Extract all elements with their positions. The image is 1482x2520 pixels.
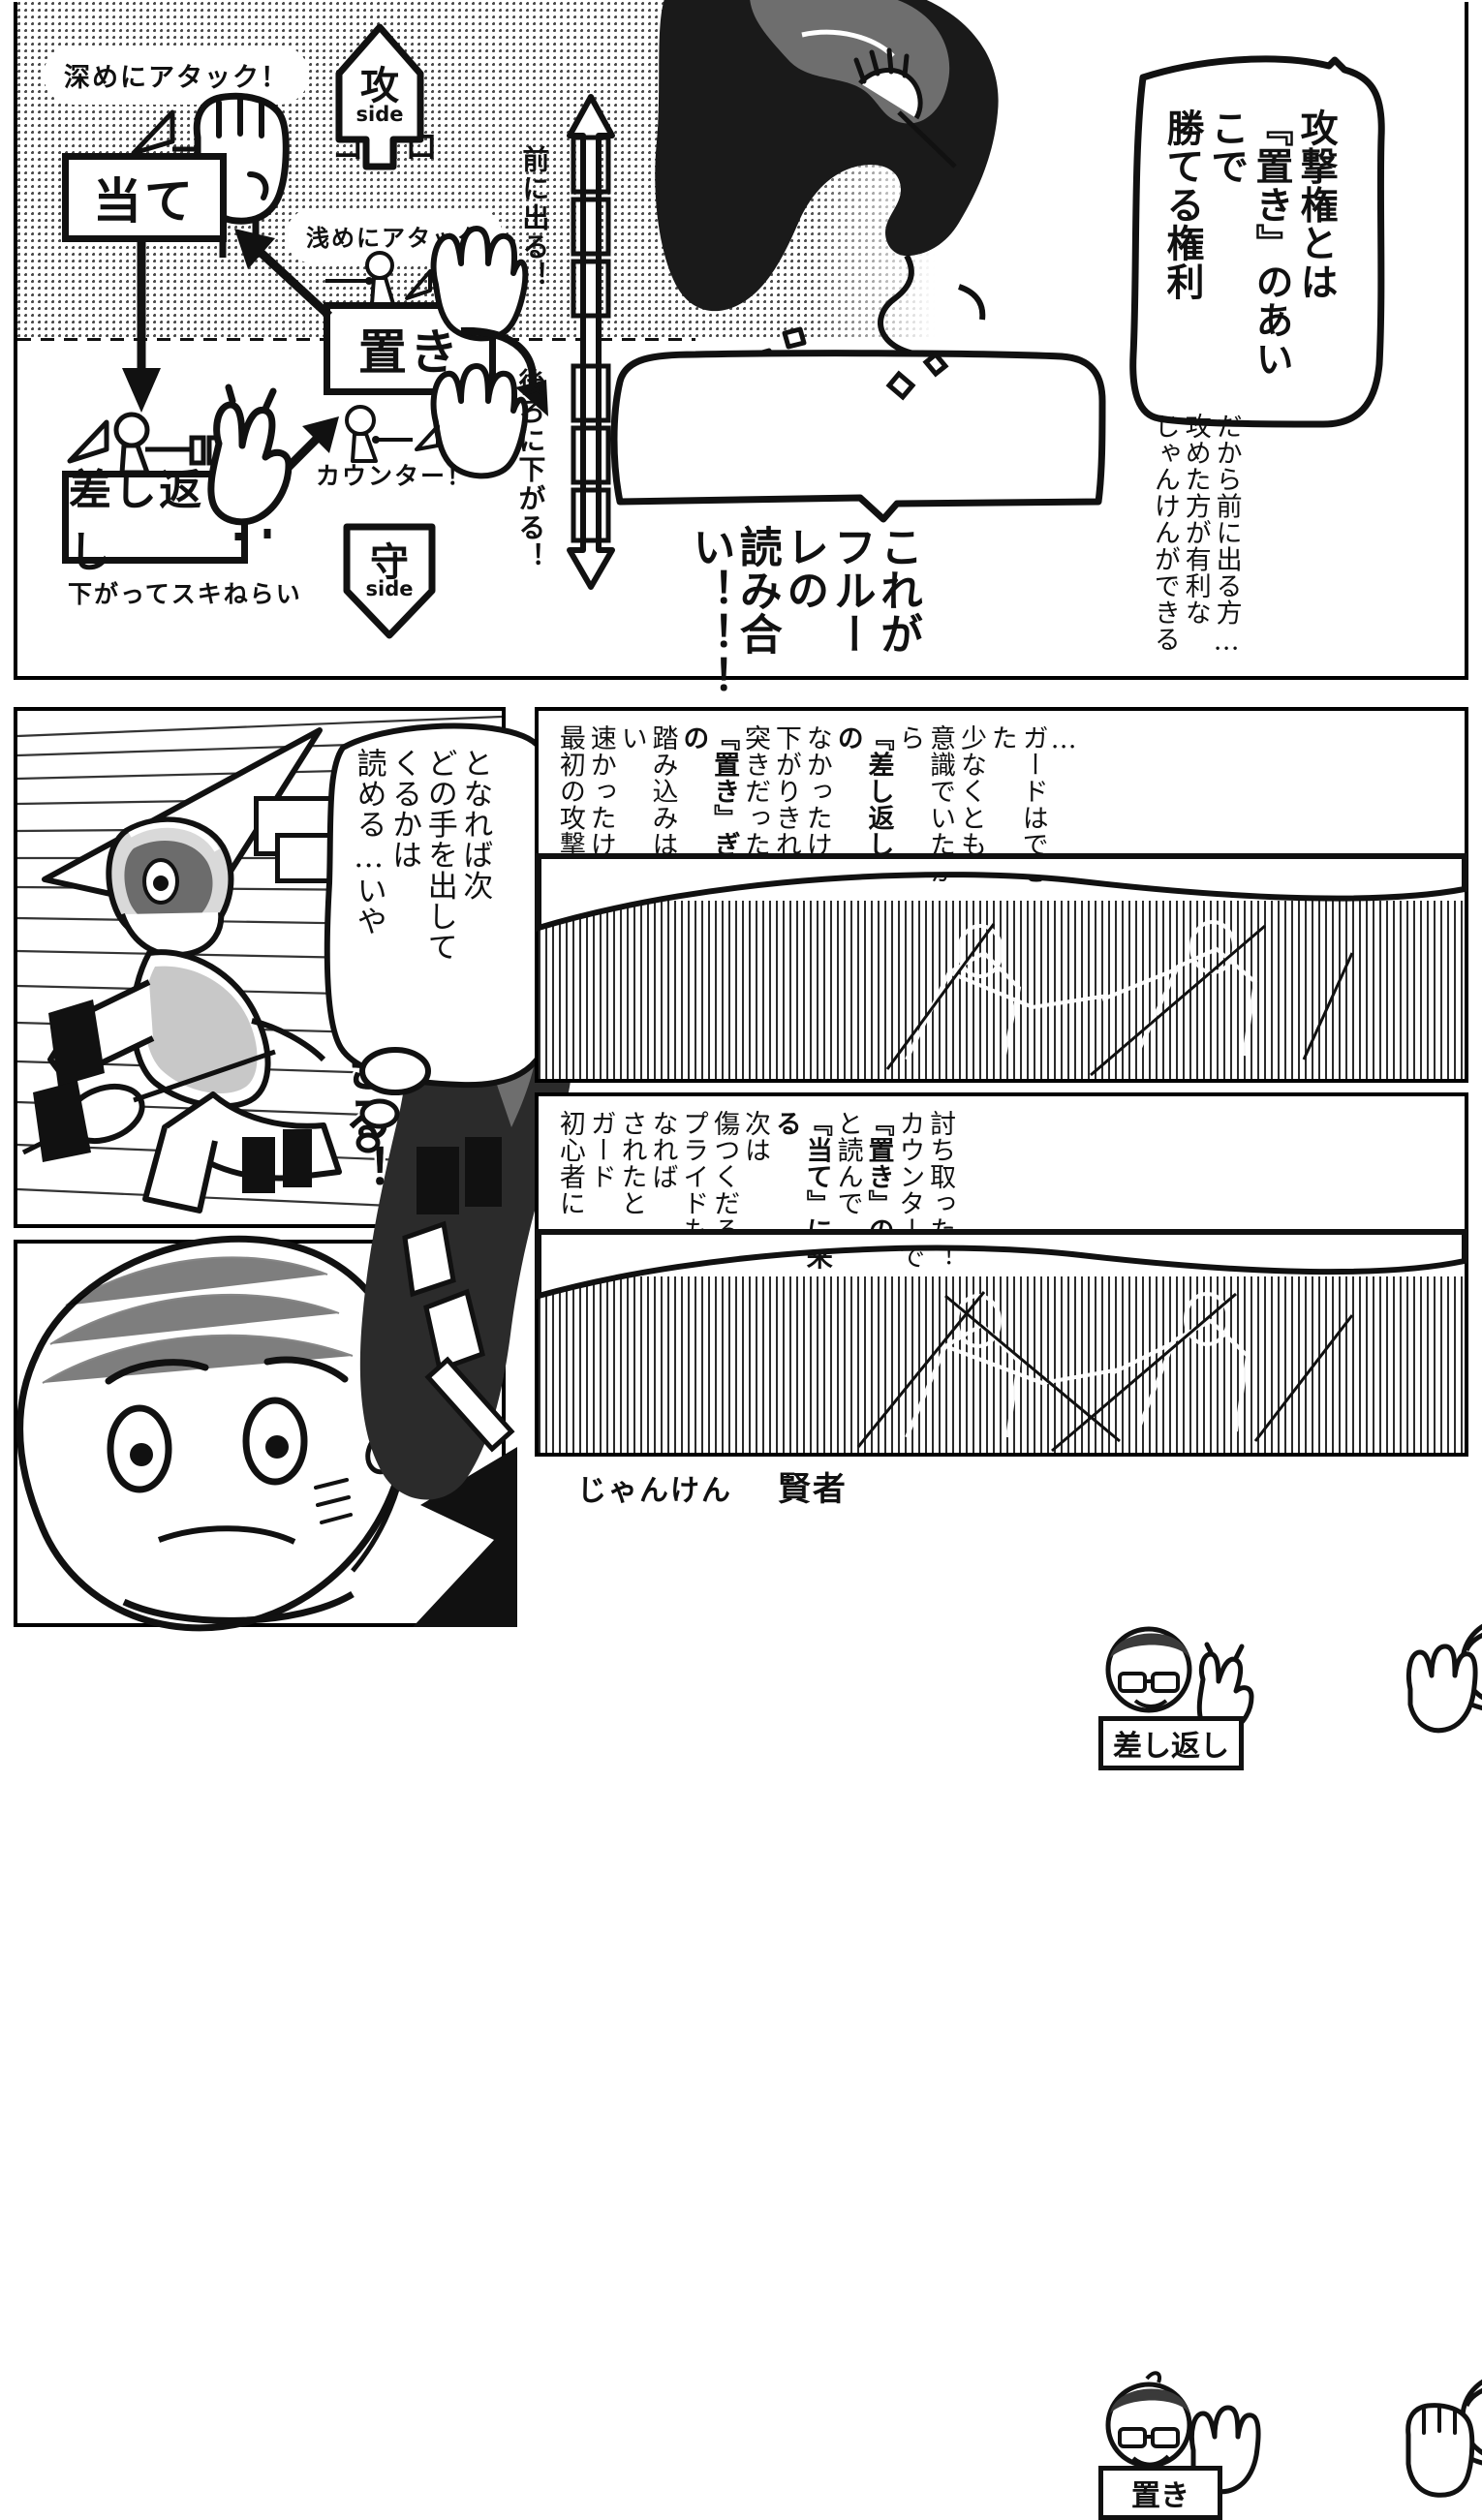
recap2-scene-divider — [536, 1229, 1467, 1300]
badge-defense-side-sub: side — [365, 577, 414, 600]
recap1-chibi-left — [1105, 1626, 1192, 1713]
recap2-hand-rock-icon — [1405, 2403, 1475, 2498]
label-attack-deep: 深めにアタック！ — [48, 50, 304, 100]
fencer-face-closeup — [16, 1235, 412, 1632]
recap2-c4: なれば — [647, 1110, 678, 1190]
recap1-c5: 突きだった — [740, 724, 771, 858]
badge-defense-side-main: 守 — [370, 539, 409, 585]
recap2-scene — [539, 1276, 1465, 1453]
thought-left-line3: くるかは — [386, 748, 422, 871]
recap1-scene — [539, 901, 1465, 1079]
recap2-fencers — [856, 1291, 1354, 1453]
diagram-box-ate-label: 当て — [93, 172, 196, 230]
arrow-oki-to-ate — [234, 229, 333, 320]
narration-balloon-main — [1129, 55, 1385, 428]
note-counter: カウンター！ — [316, 457, 473, 492]
black-shapes-left — [33, 999, 105, 1162]
narration-small-line2: 攻めた方が有利な — [1180, 413, 1211, 627]
badge-defense-side — [343, 523, 436, 639]
caption-text-1: じゃんけん — [577, 1474, 732, 1508]
panel-top-diagram: 深めにアタック！ コロロ 当て — [14, 0, 1468, 699]
stick-figure-counter — [345, 405, 440, 463]
caption-text-2: 賢者 — [777, 1470, 848, 1509]
label-attack-deep-text: 深めにアタック！ — [64, 63, 289, 93]
panel-recap-2: 討ち取った！ カウンターで 『置き』の と読んで 『当て』に来る 次は 傷つくだ… — [535, 1092, 1482, 2520]
badge-attack-side — [335, 23, 424, 170]
gauge-label-backward: 後ろに下がる！ — [514, 368, 547, 571]
shout-text: これが フルーレの 読み合い！！！ — [685, 525, 922, 699]
note-retreat-gap-text: 下がってスキねらい — [68, 580, 302, 608]
recap1-c12: … — [1048, 724, 1079, 755]
gauge-label-forward: 前に出る！ — [518, 145, 551, 291]
hand-scissors-icon — [207, 384, 293, 540]
badge-attack-side-main: 攻 — [360, 63, 399, 108]
recap2-c7: 次は — [740, 1110, 771, 1164]
diagram-box-oki-label: 置き — [358, 323, 461, 381]
badge-attack-side-sub: side — [355, 103, 404, 126]
thought-left-line1: となれば次 — [457, 748, 493, 902]
note-counter-text: カウンター！ — [316, 462, 474, 490]
recap1-fencers — [885, 920, 1354, 1077]
recap2-c10: 『置き』の — [863, 1110, 894, 1244]
character-silhouette-top — [655, 0, 1021, 445]
hand-paper-upper-icon — [430, 226, 529, 342]
recap2-c3: されたと — [616, 1110, 647, 1217]
diagram-box-sashikaeshi: 差し返し — [62, 466, 248, 577]
narration-small-text: だから前に出る方… 攻めた方が有利な じゃんけんができる — [1149, 413, 1242, 664]
recap2-c9: と読んで — [832, 1110, 863, 1217]
recap1-tag-sashikaeshi: 差し返し — [1098, 1716, 1244, 1770]
recap1-scene-divider — [536, 853, 1467, 933]
recap2-c5: プライドも — [678, 1110, 709, 1244]
diagram-box-ate: 当て — [62, 153, 227, 242]
narration-main-text: 攻撃権とは 『置き』のあいこで 勝てる権利 — [1160, 108, 1339, 399]
narration-main-line3: 勝てる権利 — [1160, 108, 1206, 301]
shout-line3: 読み合い！！！ — [685, 525, 782, 699]
hand-paper-lower-icon — [430, 363, 529, 479]
arrow-ate-to-sashikaeshi — [122, 240, 161, 413]
narration-main-line1: 攻撃権とは — [1294, 108, 1340, 301]
narration-small-line3: じゃんけんができる — [1149, 413, 1180, 653]
narration-small-line1: だから前に出る方… — [1211, 413, 1242, 657]
recap1-hand-scissors-icon — [1196, 1642, 1254, 1736]
thought-left-text: となれば次 どの手を出して くるかは 読める…いや — [351, 748, 493, 1067]
recap2-c1: 初心者に — [554, 1110, 585, 1217]
shout-line1: これが — [872, 525, 922, 656]
thought-balloon-tail — [355, 1047, 431, 1153]
thought-left-line2: どの手を出して — [421, 748, 457, 963]
manga-page: 深めにアタック！ コロロ 当て — [14, 0, 1482, 2520]
recap2-c6: 傷つくだろ — [709, 1110, 740, 1244]
gauge-rungs — [571, 135, 611, 543]
recap2-tag-oki: 置き — [1098, 2466, 1222, 2520]
recap2-c2: ガード — [585, 1110, 616, 1190]
shout-line2: フルーレの — [779, 525, 876, 656]
panel-recap-1: … ガードはできた 少なくとも 意識でいたから 『差し返し』の なかったけど 下… — [535, 707, 1482, 1770]
black-wedge — [413, 1447, 517, 1627]
thought-balloon-left — [324, 722, 560, 1089]
caption-janken-kenja: じゃんけん 賢者 — [577, 1462, 848, 1510]
recap1-c10: 少なくとも — [956, 724, 987, 858]
narration-main-line2: 『置き』のあいこで — [1205, 108, 1295, 379]
thought-left-line4: 読める…いや — [351, 748, 386, 937]
arrow-curved-oki-loop — [460, 326, 548, 416]
note-retreat-gap: 下がってスキねらい — [68, 575, 302, 610]
stick-figure-retreat — [67, 412, 222, 476]
shout-balloon — [610, 350, 1106, 523]
recap1-hand-paper-icon — [1405, 1644, 1478, 1734]
recap1-c6: 下がりきれ — [770, 724, 801, 858]
